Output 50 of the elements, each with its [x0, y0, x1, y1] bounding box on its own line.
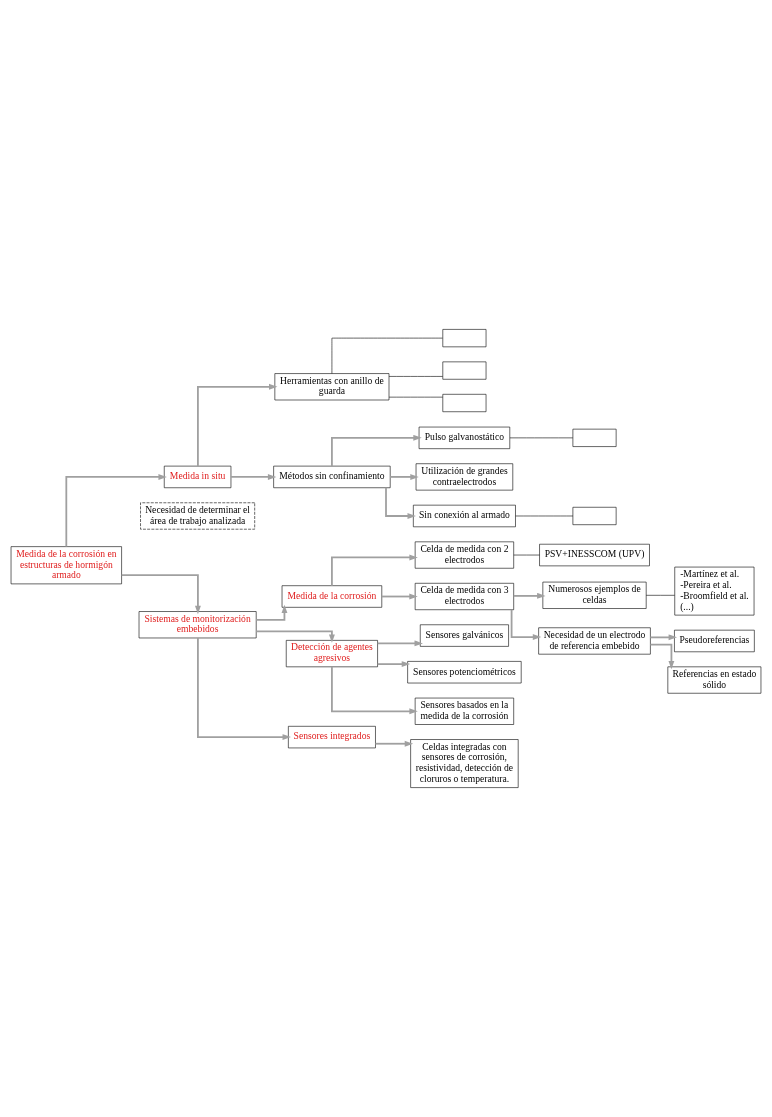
arrow: [510, 608, 542, 640]
node-box: Métodos sin confinamiento: [273, 465, 391, 489]
arrow: [380, 593, 418, 600]
node-box: Celda de medida con 3 electrodos: [414, 583, 514, 611]
node-box: Referencias en estado sólido: [667, 666, 762, 694]
node-box: [572, 428, 617, 447]
node-box: Sensores basados en la medida de la corrosión: [414, 697, 514, 725]
arrow: [197, 383, 278, 467]
node-box: [572, 506, 617, 525]
node-box: Sensores potenciométricos: [407, 661, 522, 684]
node-box: Sensores integrados: [288, 726, 376, 749]
node-box: Necesidad de un electrodo de referencia embebido: [538, 627, 651, 655]
node-box: Sistemas de monitorización embebidos: [138, 611, 257, 639]
node-box: [442, 329, 487, 348]
node-box: [442, 394, 487, 413]
node-box: Medida de la corrosión en estructuras de hormigón armado: [10, 546, 122, 585]
node-box: Necesidad de determinar el área de trabajo analizada: [140, 502, 255, 530]
arrow: [230, 473, 277, 480]
node-box: Utilización de grandes contraelectrodos: [415, 463, 514, 491]
node-box: Detección de agentes agresivos: [285, 640, 378, 668]
connector: [388, 376, 443, 377]
arrow: [255, 604, 288, 621]
arrow: [120, 574, 201, 615]
arrow: [512, 592, 546, 599]
arrow: [331, 666, 418, 715]
arrow: [331, 434, 422, 467]
node-box: [442, 361, 487, 380]
node-box: Pulso galvanostático: [418, 426, 511, 449]
arrow: [197, 637, 291, 741]
node-box: Sin conexión al armado: [413, 504, 516, 528]
node-box: PSV+INESSCOM (UPV): [539, 543, 650, 567]
node-box: Celda de medida con 2 electrodos: [414, 541, 514, 569]
arrow: [65, 473, 167, 548]
arrow: [376, 640, 423, 647]
node-box: Numerosos ejemplos de celdas: [542, 581, 647, 609]
node-box: Sensores galvánicos: [419, 624, 509, 647]
arrow: [331, 554, 418, 587]
node-box: -Martínez et al. -Pereira et al. -Broomfield et al. (...): [674, 566, 755, 616]
arrow: [389, 473, 419, 480]
arrow: [374, 740, 414, 747]
arrow: [376, 661, 411, 668]
arrow: [385, 486, 416, 519]
node-box: Pseudoreferencias: [674, 629, 755, 653]
node-box: Celdas integradas con sensores de corrosión, resistividad, detección de cloruros o temperatura.: [410, 739, 519, 788]
arrow: [255, 630, 335, 643]
node-box: Herramientas con anillo de guarda: [274, 373, 390, 401]
arrow: [649, 643, 675, 670]
node-box: Medida de la corrosión: [281, 585, 383, 608]
node-box: Medida in situ: [163, 465, 232, 489]
arrow: [649, 634, 678, 641]
